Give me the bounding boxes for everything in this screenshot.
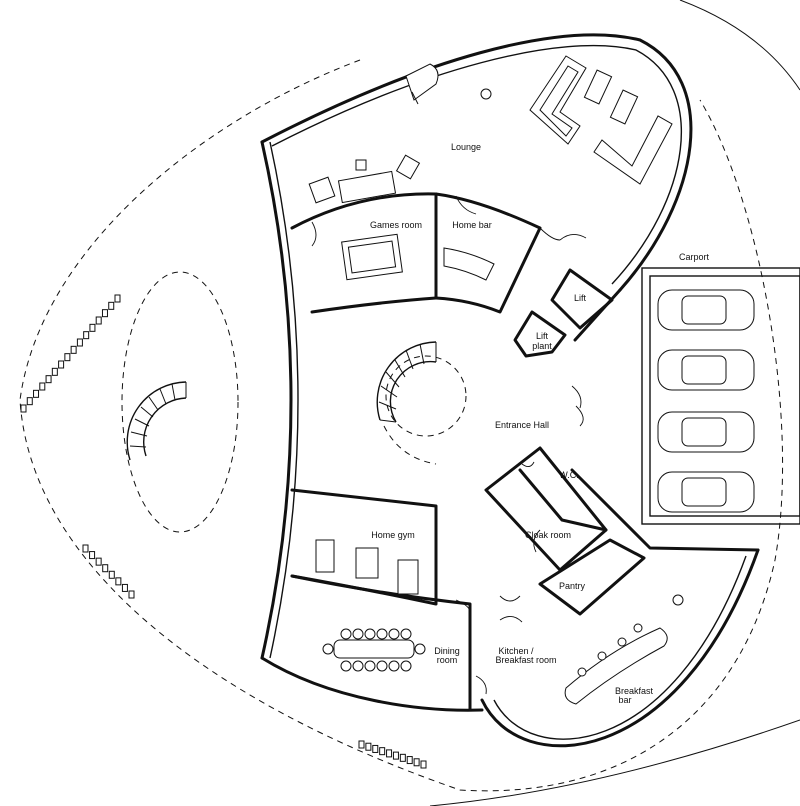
lounge-table-2 [609, 89, 639, 125]
site-boundary-bottom [429, 719, 800, 806]
bollards-lower [82, 544, 135, 599]
outer-wall-kitchen [480, 548, 760, 748]
label-cloak-room: Cloak room [525, 530, 571, 540]
courtyard-spiral-stair [126, 381, 187, 461]
lounge-table-1 [583, 69, 613, 105]
lounge-sofa-l [529, 55, 587, 145]
label-wc: W.C. [559, 470, 579, 480]
label-kitchen-line1: Kitchen / [498, 646, 534, 656]
outer-wall-kitchen-inner [493, 555, 747, 740]
label-games-room: Games room [370, 220, 422, 230]
site-boundary-top [679, 0, 800, 91]
label-pantry: Pantry [559, 581, 586, 591]
wall-lift-plant [513, 310, 567, 358]
carport [641, 267, 800, 525]
label-entrance-hall: Entrance Hall [495, 420, 549, 430]
bar-counter [443, 247, 495, 281]
label-lift-plant-line2: plant [532, 341, 552, 351]
wall-wc-cloak [484, 446, 608, 572]
landscape-boundary [19, 59, 784, 792]
label-lounge: Lounge [451, 142, 481, 152]
wall-home-bar [434, 192, 542, 314]
breakfast-bar [564, 627, 668, 705]
label-breakfast-line2: bar [618, 695, 631, 705]
label-kitchen-line2: Breakfast room [495, 655, 556, 665]
wall-wc [518, 468, 608, 532]
kitchen-column [672, 594, 684, 606]
outer-wall-north-inner [271, 44, 683, 285]
label-carport: Carport [679, 252, 710, 262]
lounge-column [480, 88, 492, 100]
grand-piano [405, 63, 439, 105]
outer-wall-west [260, 140, 293, 660]
label-dining-line1: Dining [434, 646, 460, 656]
label-lift-plant-line1: Lift [536, 331, 549, 341]
bar-stools [577, 623, 643, 677]
pool-table [341, 233, 403, 281]
doors [311, 195, 587, 695]
outer-wall-south [260, 656, 484, 712]
outer-wall-west-inner [269, 141, 299, 659]
label-lift: Lift [574, 293, 587, 303]
label-breakfast-line1: Breakfast [615, 686, 654, 696]
outer-wall-east [570, 288, 760, 552]
dining-table [322, 628, 426, 672]
bollards-left [20, 294, 121, 413]
bollards-bottom [358, 740, 427, 769]
wall-dining [290, 574, 472, 712]
hall-spiral-stair [376, 341, 437, 465]
lounge-sofa-small [308, 154, 421, 204]
hall-stair-core [385, 355, 467, 437]
wall-pantry [538, 538, 646, 616]
gym-equipment [315, 539, 419, 595]
lounge-sofa-right [593, 115, 673, 185]
wall-lift [550, 268, 614, 330]
label-home-gym: Home gym [371, 530, 415, 540]
outer-wall-north [260, 33, 693, 292]
courtyard-oval [121, 271, 239, 533]
label-home-bar: Home bar [452, 220, 492, 230]
label-dining-line2: room [437, 655, 458, 665]
